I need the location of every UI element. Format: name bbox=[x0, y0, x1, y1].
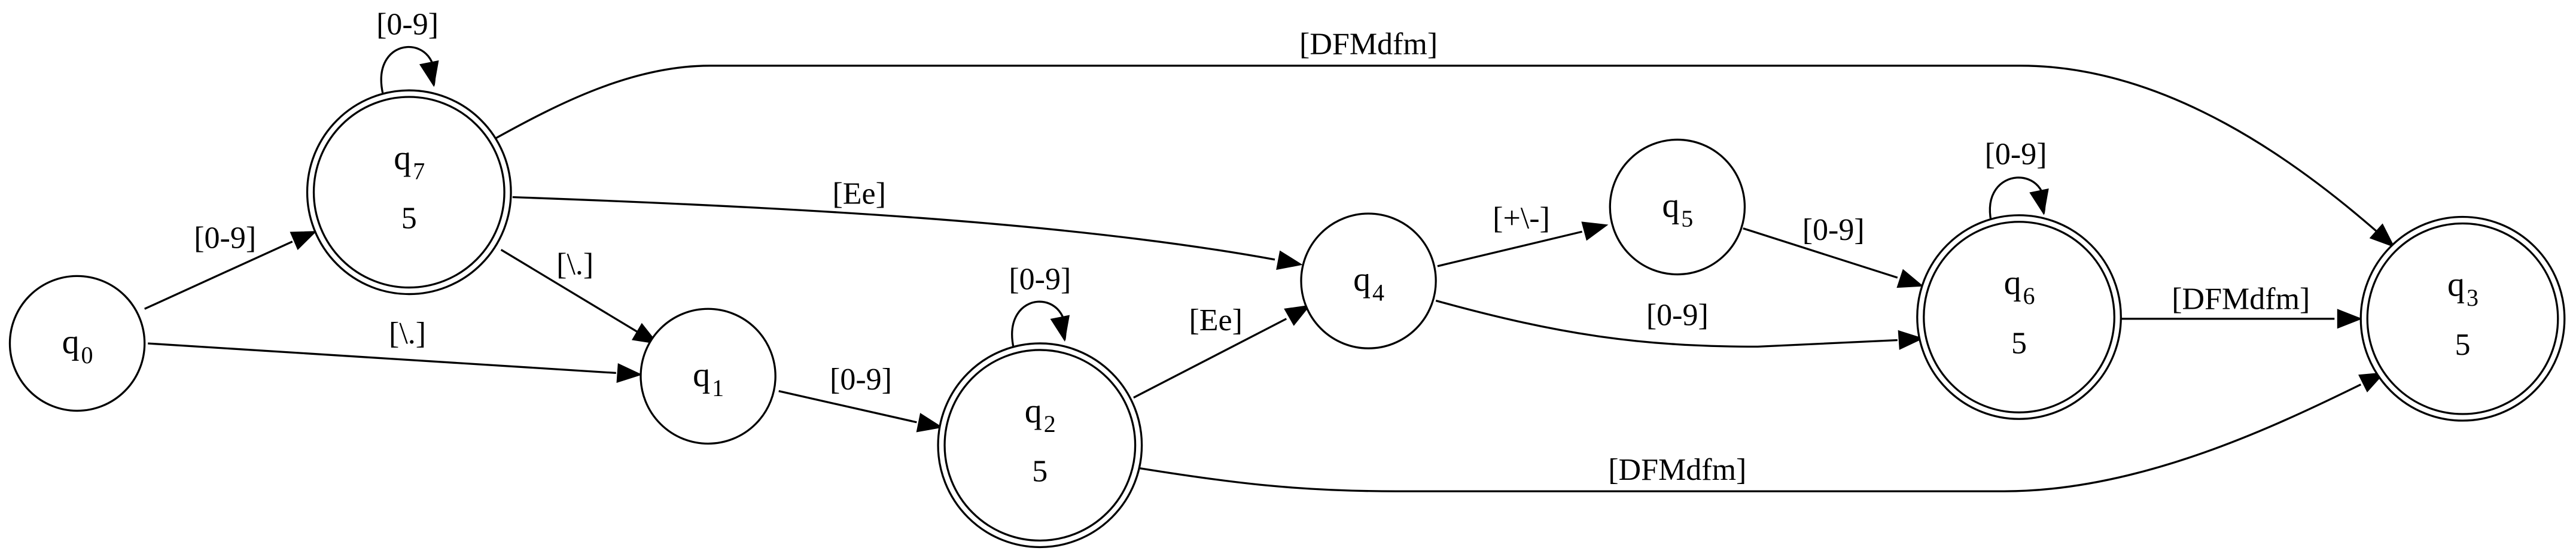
edge-line bbox=[1743, 227, 1898, 279]
arrowhead bbox=[916, 413, 943, 433]
edge-label: [0-9] bbox=[1985, 138, 2047, 172]
arrowhead bbox=[2337, 309, 2363, 329]
edge-label: [DFMdfm] bbox=[1608, 453, 1746, 487]
edge-label: [DFMdfm] bbox=[1299, 28, 1438, 62]
state-circle bbox=[943, 349, 1137, 542]
edge-line bbox=[1140, 384, 2362, 492]
arrowhead bbox=[616, 363, 643, 383]
arrowhead bbox=[631, 322, 659, 345]
edge-line bbox=[1437, 230, 1582, 267]
state-name: q bbox=[693, 355, 710, 394]
arrowhead bbox=[1896, 269, 1924, 288]
arrowhead bbox=[2358, 372, 2386, 392]
edge-q4-q6: [0-9] bbox=[1435, 299, 1924, 350]
edge-q6-q3: [DFMdfm] bbox=[2119, 282, 2363, 329]
state-circle bbox=[1923, 221, 2115, 413]
edge-label: [0-9] bbox=[1802, 213, 1865, 247]
state-subscript: 1 bbox=[712, 375, 724, 401]
edge-q2-q3: [DFMdfm] bbox=[1140, 372, 2386, 492]
arrowhead bbox=[1581, 221, 1609, 241]
arrowhead bbox=[1276, 250, 1303, 270]
arrowhead bbox=[1284, 305, 1311, 326]
edge-line bbox=[778, 389, 917, 424]
state-subscript: 2 bbox=[1044, 410, 1056, 437]
state-outer-ring bbox=[2359, 215, 2566, 422]
state-circle bbox=[640, 308, 777, 445]
state-name: q bbox=[62, 322, 80, 361]
arrowhead bbox=[1050, 315, 1070, 342]
edge-q2-q2: [0-9] bbox=[1009, 262, 1071, 349]
edge-line bbox=[144, 241, 293, 310]
edge-label: [\.] bbox=[556, 248, 593, 282]
arrowhead bbox=[2369, 223, 2395, 248]
arrowhead bbox=[2029, 188, 2049, 215]
state-value: 5 bbox=[401, 202, 417, 236]
edge-q1-q2: [0-9] bbox=[778, 363, 943, 433]
state-circle bbox=[1609, 138, 1746, 276]
state-circle bbox=[312, 96, 506, 289]
edge-q4-q5: [+\-] bbox=[1437, 202, 1609, 267]
state-subscript: 6 bbox=[2023, 282, 2035, 309]
state-value: 5 bbox=[1032, 455, 1048, 489]
edge-line bbox=[1133, 318, 1287, 399]
state-outer-ring bbox=[937, 342, 1143, 549]
state-subscript: 5 bbox=[1681, 205, 1693, 232]
edge-line bbox=[500, 248, 638, 333]
state-subscript: 3 bbox=[2467, 284, 2478, 311]
state-name: q bbox=[2447, 264, 2465, 303]
edge-q0-q1: [\.] bbox=[148, 316, 643, 383]
arrowhead bbox=[1898, 330, 1924, 350]
state-value: 5 bbox=[2011, 326, 2027, 360]
state-circle bbox=[1300, 212, 1437, 349]
state-name: q bbox=[1025, 391, 1042, 430]
arrowhead bbox=[290, 231, 317, 250]
edge-q6-q6: [0-9] bbox=[1985, 138, 2049, 223]
state-subscript: 0 bbox=[81, 342, 93, 369]
state-name: q bbox=[1662, 186, 1679, 225]
edge-label: [0-9] bbox=[376, 8, 439, 42]
edge-q7-q7: [0-9] bbox=[376, 8, 439, 94]
edge-q7-q3: [DFMdfm] bbox=[495, 28, 2395, 248]
arrowhead bbox=[419, 60, 439, 87]
edge-label: [DFMdfm] bbox=[2172, 282, 2310, 316]
edge-label: [+\-] bbox=[1493, 202, 1550, 236]
state-outer-ring bbox=[1916, 214, 2122, 420]
edge-q7-q4: [Ee] bbox=[512, 177, 1303, 270]
edge-line bbox=[1435, 299, 1898, 348]
edge-label: [Ee] bbox=[1189, 303, 1242, 337]
edge-line bbox=[495, 65, 2380, 235]
state-circle bbox=[2366, 222, 2559, 415]
edge-label: [0-9] bbox=[830, 363, 892, 397]
edge-line bbox=[148, 342, 616, 375]
state-subscript: 4 bbox=[1372, 279, 1384, 306]
edges: [0-9] [\.] [0-9] [DFMdfm] [Ee] [\.] [0-9] [0-9]… bbox=[144, 8, 2395, 492]
state-name: q bbox=[1353, 260, 1371, 299]
state-circle bbox=[8, 275, 146, 412]
edge-label: [0-9] bbox=[1646, 299, 1709, 333]
edge-q0-q7: [0-9] bbox=[144, 221, 317, 310]
edge-label: [\.] bbox=[389, 316, 426, 351]
state-outer-ring bbox=[306, 89, 512, 296]
edge-label: [0-9] bbox=[194, 221, 256, 255]
edge-q5-q6: [0-9] bbox=[1743, 213, 1924, 288]
edge-q2-q4: [Ee] bbox=[1133, 303, 1311, 399]
edge-label: [0-9] bbox=[1009, 262, 1071, 296]
edge-q7-q1: [\.] bbox=[500, 248, 659, 345]
state-name: q bbox=[2004, 263, 2021, 302]
state-value: 5 bbox=[2455, 328, 2471, 362]
edge-label: [Ee] bbox=[832, 177, 885, 211]
state-subscript: 7 bbox=[413, 157, 425, 184]
state-name: q bbox=[394, 138, 411, 177]
edge-line bbox=[512, 196, 1275, 261]
